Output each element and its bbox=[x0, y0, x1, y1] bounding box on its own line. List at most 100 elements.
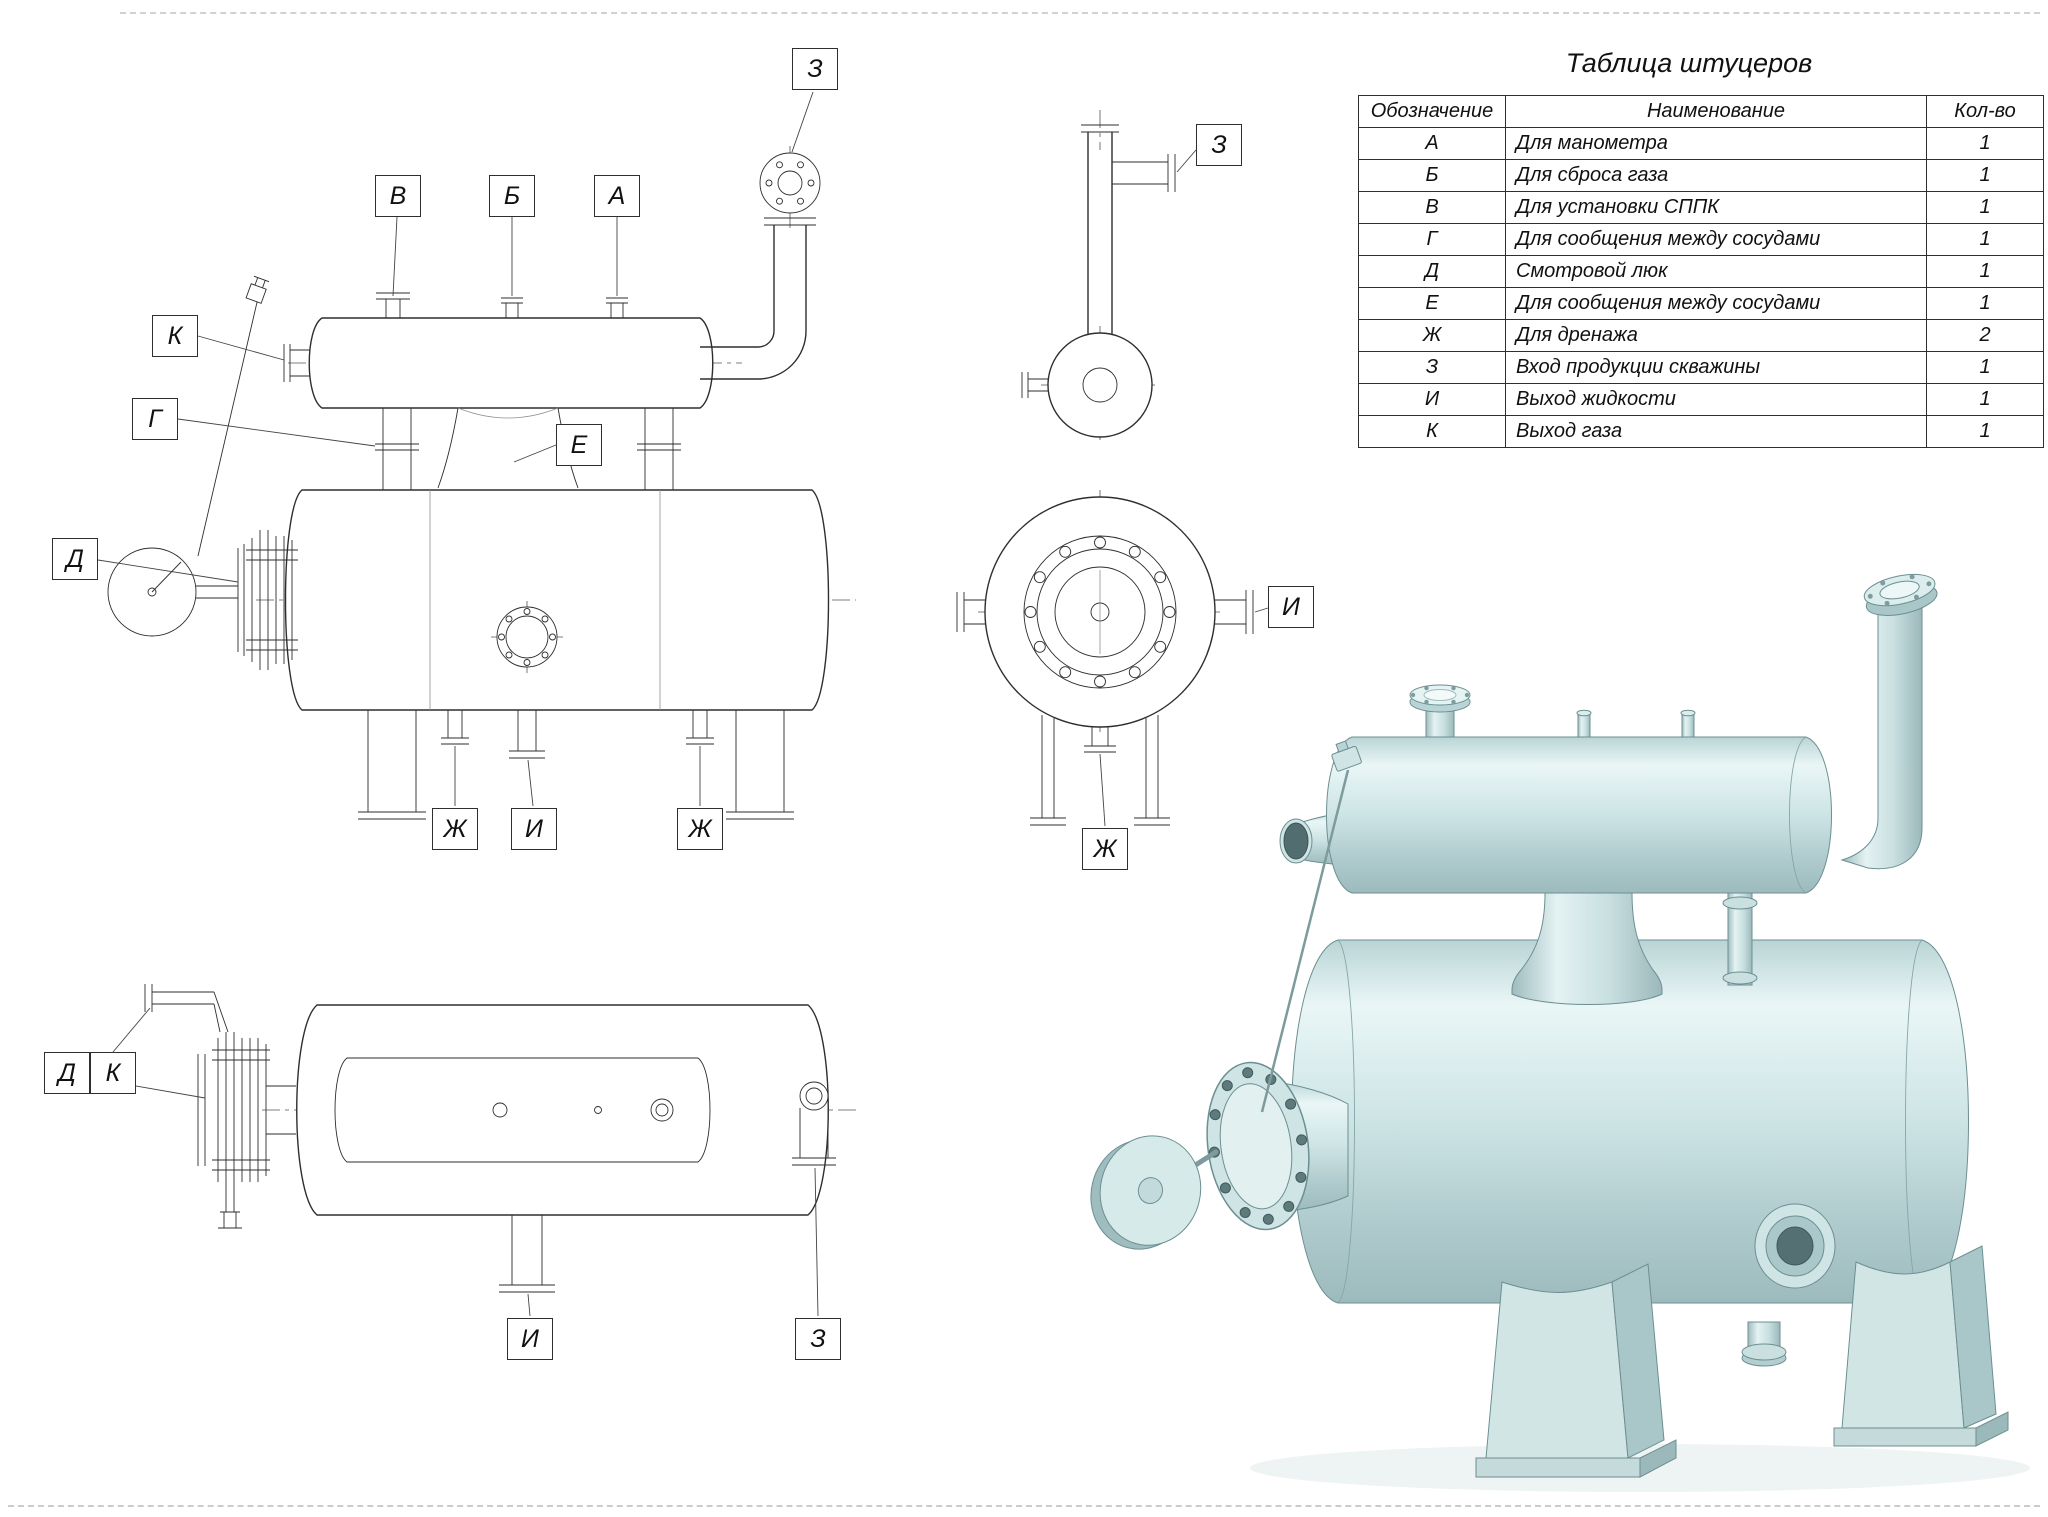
drain-plan bbox=[218, 1188, 242, 1229]
cell-mark: Б bbox=[1358, 159, 1506, 192]
riser-flange-face bbox=[759, 152, 821, 214]
cell-name: Для установки СППК bbox=[1505, 191, 1927, 224]
cell-mark: З bbox=[1358, 351, 1506, 384]
nozzle-b bbox=[501, 297, 523, 318]
cell-qty: 1 bbox=[1926, 287, 2044, 320]
cell-mark: А bbox=[1358, 127, 1506, 160]
nozzle-i-bottom bbox=[509, 710, 545, 759]
callout-letter: З bbox=[807, 54, 823, 83]
cell-mark: Г bbox=[1358, 223, 1506, 256]
iso-neck bbox=[1511, 892, 1663, 1005]
support-right-front bbox=[726, 710, 794, 820]
cell-qty: 1 bbox=[1926, 415, 2044, 448]
cell-qty: 1 bbox=[1926, 255, 2044, 288]
cell-name: Выход газа bbox=[1505, 415, 1927, 448]
iso-left-nozzle-bore bbox=[1283, 822, 1309, 860]
callout-letter: И bbox=[521, 1324, 539, 1353]
table-title: Таблица штуцеров bbox=[1565, 48, 1813, 78]
iso-riser-flange bbox=[1863, 573, 1938, 616]
riser-pipe bbox=[700, 225, 807, 380]
side-view bbox=[956, 110, 1254, 826]
upper-drum-front bbox=[308, 317, 714, 409]
lower-drum-front bbox=[284, 489, 830, 711]
plan-view bbox=[144, 984, 860, 1293]
supports-side bbox=[1030, 715, 1170, 826]
cell-name: Смотровой люк bbox=[1505, 255, 1927, 288]
iso-support-left bbox=[1475, 1263, 1677, 1478]
callout-letter: Е bbox=[570, 430, 588, 459]
nozzle-z-side bbox=[1112, 154, 1176, 192]
gauge-fitting-front bbox=[245, 275, 270, 304]
iso-stub-2 bbox=[1681, 712, 1695, 738]
callout-letter: К bbox=[105, 1058, 121, 1087]
callout-front-i: И bbox=[511, 808, 557, 850]
callout-plan-d: Д bbox=[44, 1052, 90, 1094]
nozzle-zh-side bbox=[1084, 727, 1116, 753]
table-header-row: Обозначение Наименование Кол-во bbox=[1358, 95, 2044, 128]
cell-qty: 1 bbox=[1926, 383, 2044, 416]
callout-plan-z: З bbox=[795, 1318, 841, 1360]
riser-plan bbox=[792, 1081, 836, 1166]
cell-qty: 1 bbox=[1926, 159, 2044, 192]
callout-front-a: А bbox=[594, 175, 640, 217]
callout-side-i: И bbox=[1268, 586, 1314, 628]
davit-rod-front bbox=[197, 297, 259, 557]
connector-g bbox=[375, 408, 419, 490]
callout-front-e: Е bbox=[556, 424, 602, 466]
header-designation: Обозначение bbox=[1358, 95, 1506, 128]
cell-mark: И bbox=[1358, 383, 1506, 416]
callout-letter: Г bbox=[148, 404, 162, 433]
header-name: Наименование bbox=[1505, 95, 1927, 128]
cell-name: Для сообщения между сосудами bbox=[1505, 287, 1927, 320]
iso-top-flange bbox=[1409, 684, 1471, 713]
nozzle-i-side bbox=[1215, 590, 1254, 634]
iso-manhole-flange bbox=[1206, 1061, 1310, 1231]
callout-front-b: Б bbox=[489, 175, 535, 217]
scan-artifact-top bbox=[120, 12, 2040, 14]
callout-plan-i: И bbox=[507, 1318, 553, 1360]
riser-side bbox=[1087, 132, 1113, 336]
callout-letter: И bbox=[1282, 592, 1300, 621]
gas-pipe-plan bbox=[144, 984, 229, 1033]
center-flange-face bbox=[491, 601, 563, 673]
cell-name: Вход продукции скважины bbox=[1505, 351, 1927, 384]
nozzle-i-plan bbox=[499, 1215, 555, 1293]
callout-letter: И bbox=[525, 814, 543, 843]
cell-name: Для сброса газа bbox=[1505, 159, 1927, 192]
manhole-side bbox=[1023, 535, 1177, 689]
cell-qty: 1 bbox=[1926, 223, 2044, 256]
leader-lines bbox=[89, 91, 1269, 1317]
callout-letter: А bbox=[608, 181, 626, 210]
callout-front-zh-right: Ж bbox=[677, 808, 723, 850]
callout-letter: З bbox=[1211, 130, 1227, 159]
iso-sight-nozzle bbox=[1754, 1203, 1836, 1289]
cell-mark: В bbox=[1358, 191, 1506, 224]
callout-side-z: З bbox=[1196, 124, 1242, 166]
nozzle-k bbox=[283, 344, 310, 382]
iso-blind-cover bbox=[1090, 1135, 1202, 1250]
nozzle-v bbox=[376, 292, 410, 318]
lower-drum-plan bbox=[296, 1004, 829, 1216]
callout-letter: Д bbox=[58, 1058, 76, 1087]
connector-right bbox=[637, 408, 681, 490]
upper-drum-plan bbox=[334, 1057, 711, 1163]
support-left-front bbox=[358, 710, 426, 820]
front-view bbox=[107, 146, 856, 820]
callout-letter: Ж bbox=[688, 814, 712, 843]
cell-name: Для манометра bbox=[1505, 127, 1927, 160]
cell-mark: Д bbox=[1358, 255, 1506, 288]
callout-front-d: Д bbox=[52, 538, 98, 580]
cell-qty: 1 bbox=[1926, 127, 2044, 160]
iso-view bbox=[1090, 573, 2030, 1492]
callout-letter: К bbox=[167, 321, 183, 350]
cell-name: Для дренажа bbox=[1505, 319, 1927, 352]
callout-front-v: В bbox=[375, 175, 421, 217]
